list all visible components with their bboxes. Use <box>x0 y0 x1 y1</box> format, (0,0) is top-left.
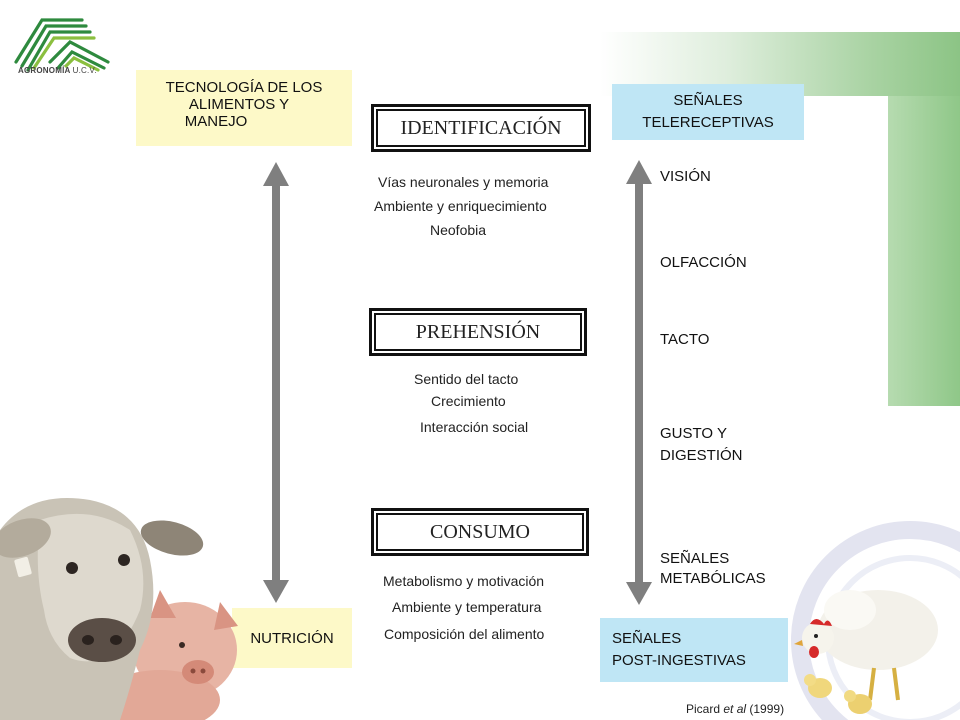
logo-caption: AGRONOMÍA U.C.V. <box>18 66 97 75</box>
right-arrow-down-head <box>626 582 652 605</box>
nutrition-label: NUTRICIÓN <box>250 629 334 647</box>
chick-icon <box>804 674 872 714</box>
prehension-item: Interacción social <box>420 419 529 435</box>
citation-author: Picard <box>686 702 721 716</box>
citation-etal: et al <box>723 702 747 716</box>
signal-vision-text: VISIÓN <box>660 168 711 185</box>
prehension-item: Crecimiento <box>431 393 506 409</box>
right-arrow-shaft <box>635 183 643 583</box>
post-ingestive-signals-box: SEÑALES POST-INGESTIVAS <box>600 618 788 682</box>
logo-suffix: U.C.V. <box>72 66 97 75</box>
hen-icon <box>794 590 938 701</box>
signal-taste-line1: GUSTO Y <box>660 425 727 442</box>
identification-item: Ambiente y enriquecimiento <box>374 198 547 214</box>
signal-metabolic: SEÑALES METABÓLICAS <box>660 549 766 589</box>
identification-title-text: IDENTIFICACIÓN <box>400 116 562 139</box>
telereceptive-signals-box: SEÑALES TELERECEPTIVAS <box>612 84 804 140</box>
nutrition-box: NUTRICIÓN <box>232 608 352 668</box>
consumption-item: Metabolismo y motivación <box>383 573 545 589</box>
consumption-title-text: CONSUMO <box>429 520 531 543</box>
left-arrow-shaft <box>272 185 280 581</box>
signal-metabolic-line2: METABÓLICAS <box>660 570 766 587</box>
cow-icon <box>0 498 204 720</box>
food-technology-line1: TECNOLOGÍA DE LOS <box>165 79 323 96</box>
signal-touch-text: TACTO <box>660 331 710 348</box>
post-ingestive-line1: SEÑALES <box>612 630 682 647</box>
left-arrow-up-head <box>263 162 289 186</box>
consumption-item: Ambiente y temperatura <box>392 599 542 615</box>
consumption-title: CONSUMO <box>371 508 589 556</box>
left-arrow-down-head <box>263 580 289 603</box>
identification-item: Vías neuronales y memoria <box>378 174 549 190</box>
telereceptive-line2: TELERECEPTIVAS <box>642 114 774 131</box>
prehension-item: Sentido del tacto <box>414 371 519 387</box>
right-arrow-up-head <box>626 160 652 184</box>
identification-item: Neofobia <box>430 222 487 238</box>
cow-and-pig-illustration <box>0 498 238 720</box>
signal-vision: VISIÓN <box>660 166 711 188</box>
citation: Picard et al (1999) <box>686 702 784 716</box>
citation-year: (1999) <box>749 702 785 716</box>
signal-touch: TACTO <box>660 329 709 351</box>
telereceptive-line1: SEÑALES <box>673 92 743 109</box>
signal-metabolic-line1: SEÑALES <box>660 550 730 567</box>
decorative-gradient-column <box>888 96 960 406</box>
signal-taste-digestion: GUSTO Y DIGESTIÓN <box>660 423 743 467</box>
food-technology-box: TECNOLOGÍA DE LOS ALIMENTOS Y MANEJO <box>136 70 352 146</box>
signal-taste-line2: DIGESTIÓN <box>660 447 743 464</box>
agronomia-logo-icon <box>14 18 110 72</box>
food-technology-line2: ALIMENTOS Y <box>188 96 290 113</box>
food-technology-line3: MANEJO <box>184 113 248 130</box>
prehension-title-text: PREHENSIÓN <box>415 320 541 343</box>
signal-olfaction: OLFACCIÓN <box>660 252 747 274</box>
signal-olfaction-text: OLFACCIÓN <box>660 254 747 271</box>
hen-and-chicks-illustration <box>791 521 960 720</box>
prehension-title: PREHENSIÓN <box>369 308 587 356</box>
logo-brand: AGRONOMÍA <box>18 66 71 75</box>
consumption-item: Composición del alimento <box>384 626 545 642</box>
identification-title: IDENTIFICACIÓN <box>371 104 591 152</box>
pig-icon <box>100 590 238 720</box>
post-ingestive-line2: POST-INGESTIVAS <box>612 652 746 669</box>
